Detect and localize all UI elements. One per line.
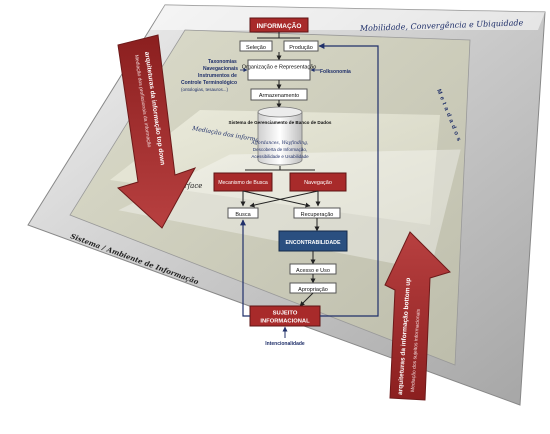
loop-arrow-right xyxy=(318,43,379,317)
bottom-up-arrow-line2: Mediação dos sujeitos informacionais xyxy=(410,308,422,392)
inner-layer xyxy=(110,110,440,225)
informacao-text: INFORMAÇÃO xyxy=(257,21,302,30)
bottom-up-arrow: arquiteturas da informação bottom up Med… xyxy=(384,231,451,401)
sgbd-line: Sistema de Gerenciamento de Banco de Dad… xyxy=(229,120,332,125)
producao-text: Produção xyxy=(289,45,313,51)
sujeito-line1: SUJEITO xyxy=(273,311,298,317)
interface-label: Interface xyxy=(169,182,202,190)
acesso-text: Acesso e Uso xyxy=(296,268,330,274)
recuperacao-text: Recuperação xyxy=(301,212,334,218)
organizacao-text: Organização e Representação xyxy=(242,65,317,71)
navegacao-box: Navegação xyxy=(289,172,347,192)
selecao-text: Seleção xyxy=(246,45,266,51)
apropriacao-box: Apropriação xyxy=(289,282,337,294)
navegacao-text: Navegação xyxy=(304,180,332,186)
top-down-arrow: arquiteturas da informação top down Medi… xyxy=(117,34,197,229)
producao-box: Produção xyxy=(283,40,319,52)
sujeito-box: SUJEITO INFORMACIONAL xyxy=(249,305,321,327)
loop-arrow-left xyxy=(240,219,250,317)
selecao-box: Seleção xyxy=(239,40,273,52)
affordances-text: Affordances, Wayfinding, xyxy=(250,140,309,146)
busca-text: Busca xyxy=(235,212,251,218)
controle2-label: (ontologias, tesauros...) xyxy=(181,87,229,92)
controle-label: Controle Terminológico xyxy=(181,80,237,86)
recuperacao-box: Recuperação xyxy=(293,207,341,219)
informacao-box: INFORMAÇÃO xyxy=(249,17,309,33)
organizacao-line: Organização e Representação xyxy=(242,65,317,71)
apropriacao-text: Apropriação xyxy=(298,287,328,293)
cross-arrow xyxy=(242,190,311,208)
sgbd-text: Sistema de Gerenciamento de Banco de Dad… xyxy=(229,120,332,125)
organizacao-box: Organização e Representação xyxy=(242,59,317,81)
mecanismo-text: Mecanismo de Busca xyxy=(218,180,268,186)
cross-arrow xyxy=(249,190,319,208)
encontrabilidade-box: ENCONTRABILIDADE xyxy=(278,230,348,252)
navegacionais-label: Navegacionais xyxy=(203,66,238,72)
sujeito-line2: INFORMACIONAL xyxy=(260,319,310,325)
armazenamento-box: Armazenamento xyxy=(250,88,308,101)
outer-board-edge xyxy=(150,5,545,30)
mecanismo-box: Mecanismo de Busca xyxy=(213,172,273,192)
encontrabilidade-text: ENCONTRABILIDADE xyxy=(285,240,340,246)
instrumentos-label: Instrumentos de xyxy=(198,73,237,79)
folksonomia-label: Folksonomia xyxy=(320,69,351,75)
armazenamento-text: Armazenamento xyxy=(259,93,299,99)
intencionalidade-label: Intencionalidade xyxy=(265,341,305,347)
affordances2-text: Descoberta de Informação, xyxy=(253,147,307,152)
sgbd-cylinder: Sistema de Gerenciamento de Banco de Dad… xyxy=(229,106,332,166)
flow-arrow xyxy=(299,292,314,307)
acesso-box: Acesso e Uso xyxy=(289,263,337,275)
affordances3-text: Acessibilidade e Usabilidade xyxy=(251,154,309,159)
busca-box: Busca xyxy=(227,207,259,219)
taxonomias-label: Taxonomias xyxy=(208,59,237,65)
